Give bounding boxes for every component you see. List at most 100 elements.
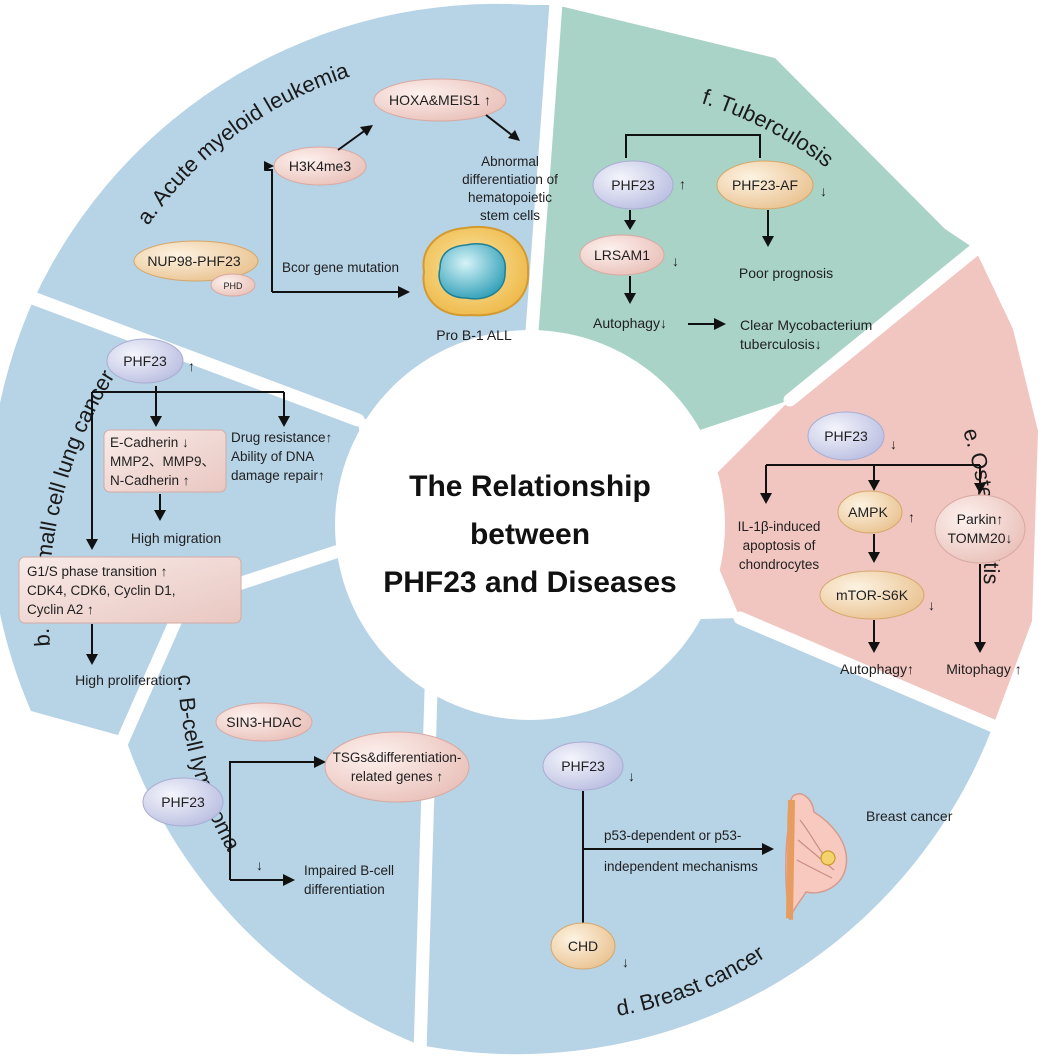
bc-phf23-arrow: ↓ xyxy=(628,768,635,784)
divider-f-e xyxy=(783,241,984,407)
sector-a-content: HOXA&MEIS1 ↑ H3K4me3 NUP98-PHF23 PHD Abn… xyxy=(133,78,558,343)
arrowhead-branch-to-il1 xyxy=(760,493,772,504)
nup98-phf23-pill xyxy=(133,240,259,282)
chd-label: CHD xyxy=(568,938,598,954)
divider-e-d xyxy=(733,611,1005,735)
cell-nucleus xyxy=(438,243,506,300)
mtor-s6k-pill xyxy=(819,570,925,620)
breast-skin-edge xyxy=(786,800,795,920)
arrow-hoxa-to-abnormal xyxy=(485,114,514,137)
il1b-line2: apoptosis of xyxy=(743,538,816,553)
g1s-line1: G1/S phase transition ↑ xyxy=(27,564,167,579)
arrowhead-phf23af-to-poor xyxy=(762,236,774,247)
phd-domain-pill xyxy=(210,273,256,297)
center-circle xyxy=(335,330,725,720)
tsgs-line2: related genes ↑ xyxy=(351,769,443,784)
sector-d-content: PHF23 ↓ p53-dependent or p53- independen… xyxy=(542,741,953,970)
divider-c-d xyxy=(413,619,440,1058)
mitophagy-label: Mitophagy ↑ xyxy=(946,661,1021,677)
abnormal-diff-line3: hematopoietic xyxy=(468,190,552,205)
il1b-line3: chondrocytes xyxy=(739,557,820,572)
emt-line2: MMP2、MMP9、 xyxy=(110,454,215,469)
center-title-line2: between xyxy=(470,518,590,551)
arrowhead-branch-to-g1s xyxy=(86,539,98,550)
mechanism-line1: p53-dependent or p53- xyxy=(604,828,741,843)
emt-line1: E-Cadherin ↓ xyxy=(110,435,189,450)
chd-pill xyxy=(550,922,616,970)
phf23-af-label: PHF23-AF xyxy=(732,177,798,193)
divider-a-b xyxy=(23,290,365,427)
g1s-box xyxy=(18,556,242,624)
center-title-line3: PHF23 and Diseases xyxy=(383,566,676,599)
arrowhead-branch-to-drug xyxy=(278,416,290,427)
clear-mycobacterium-line1: Clear Mycobacterium xyxy=(740,317,872,333)
bcl-down-arrow: ↓ xyxy=(256,857,263,873)
sector-c-content: SIN3-HDAC PHF23 TSGs&differentiation- re… xyxy=(142,702,470,897)
sin3-hdac-pill xyxy=(215,702,313,742)
tb-autophagy-label: Autophagy↓ xyxy=(593,315,667,331)
arrowhead-phf23-to-lrsam1 xyxy=(624,220,636,230)
tsgs-pill xyxy=(324,731,470,803)
drug-resistance-line3: damage repair↑ xyxy=(231,468,325,483)
drug-resistance-line2: Ability of DNA xyxy=(231,449,314,464)
ampk-label: AMPK xyxy=(848,504,888,520)
hoxa-meis1-label: HOXA&MEIS1 ↑ xyxy=(389,92,491,108)
arrowhead-branch-to-parkin xyxy=(974,483,986,494)
abnormal-diff-line2: differentiation of xyxy=(462,172,558,187)
breast-cancer-label: Breast cancer xyxy=(866,808,953,824)
bc-phf23-pill xyxy=(542,741,624,791)
oa-phf23-pill xyxy=(807,411,885,461)
tomm20-label: TOMM20↓ xyxy=(947,530,1012,546)
h3k4me3-label: H3K4me3 xyxy=(289,158,351,174)
arrowhead-branch-to-prob xyxy=(398,286,410,298)
arrowhead-to-tsgs xyxy=(314,756,326,768)
divider-b-c xyxy=(115,595,191,749)
drug-resistance-line1: Drug resistance↑ xyxy=(231,430,332,445)
center-hub: The Relationship between PHF23 and Disea… xyxy=(335,330,725,720)
tb-phf23-pill xyxy=(592,160,674,210)
sector-c-background xyxy=(125,540,430,1045)
tsgs-line1: TSGs&differentiation- xyxy=(333,750,462,765)
tb-phf23-label: PHF23 xyxy=(611,177,655,193)
arrowhead-hoxa-to-abnormal xyxy=(508,130,520,141)
sector-b-content: PHF23 ↑ E-Cadherin ↓ MMP2、MMP9、 N-Cadher… xyxy=(18,338,332,688)
oa-autophagy-label: Autophagy↑ xyxy=(840,661,914,677)
breast-tissue-illustration xyxy=(785,793,848,921)
sector-e-content: PHF23 ↓ IL-1β-induced apoptosis of chond… xyxy=(738,411,1026,677)
bcl-phf23-pill xyxy=(142,777,224,827)
abnormal-diff-line4: stem cells xyxy=(480,208,540,223)
lrsam1-label: LRSAM1 xyxy=(594,247,650,263)
high-migration-label: High migration xyxy=(131,530,221,546)
pro-b1-cell-illustration xyxy=(422,225,530,317)
center-title-line1: The Relationship xyxy=(409,470,651,503)
hoxa-meis1-pill xyxy=(373,78,507,122)
lrsam1-arrow: ↓ xyxy=(672,253,679,269)
arrowhead-mtor-to-autophagy xyxy=(868,642,880,653)
pro-b1-all-label: Pro B-1 ALL xyxy=(436,327,512,343)
phd-domain-label: PHD xyxy=(223,281,243,291)
arrowhead-emt-to-migration xyxy=(154,510,166,521)
ampk-arrow: ↑ xyxy=(908,509,915,525)
arrowhead-to-impaired xyxy=(283,874,295,886)
poor-prognosis-label: Poor prognosis xyxy=(739,265,833,281)
parkin-tomm20-pill xyxy=(934,494,1026,564)
impaired-line2: differentiation xyxy=(304,882,385,897)
phf23-af-arrow: ↓ xyxy=(820,183,827,199)
parkin-label: Parkin↑ xyxy=(957,511,1004,527)
arrowhead-branch-to-emt xyxy=(150,416,162,427)
mtor-s6k-arrow: ↓ xyxy=(928,597,935,613)
breast-tumor xyxy=(820,850,836,866)
arrowhead-to-breast-cancer xyxy=(762,843,774,855)
arrowhead-lrsam1-to-autophagy xyxy=(624,293,636,304)
nsclc-phf23-label: PHF23 xyxy=(123,353,167,369)
oa-phf23-arrow: ↓ xyxy=(890,436,897,452)
arrowhead-branch-to-ampk xyxy=(868,480,880,491)
nup98-phf23-label: NUP98-PHF23 xyxy=(147,253,241,269)
arrowhead-branch-to-h3k4 xyxy=(264,161,274,171)
sin3-hdac-label: SIN3-HDAC xyxy=(226,714,301,730)
arrowhead-parkin-to-mitophagy xyxy=(974,642,986,653)
g1s-line3: Cyclin A2 ↑ xyxy=(27,602,94,617)
arrowhead-h3k4-to-hoxa xyxy=(360,125,373,136)
sector-e-background xyxy=(690,249,1038,726)
